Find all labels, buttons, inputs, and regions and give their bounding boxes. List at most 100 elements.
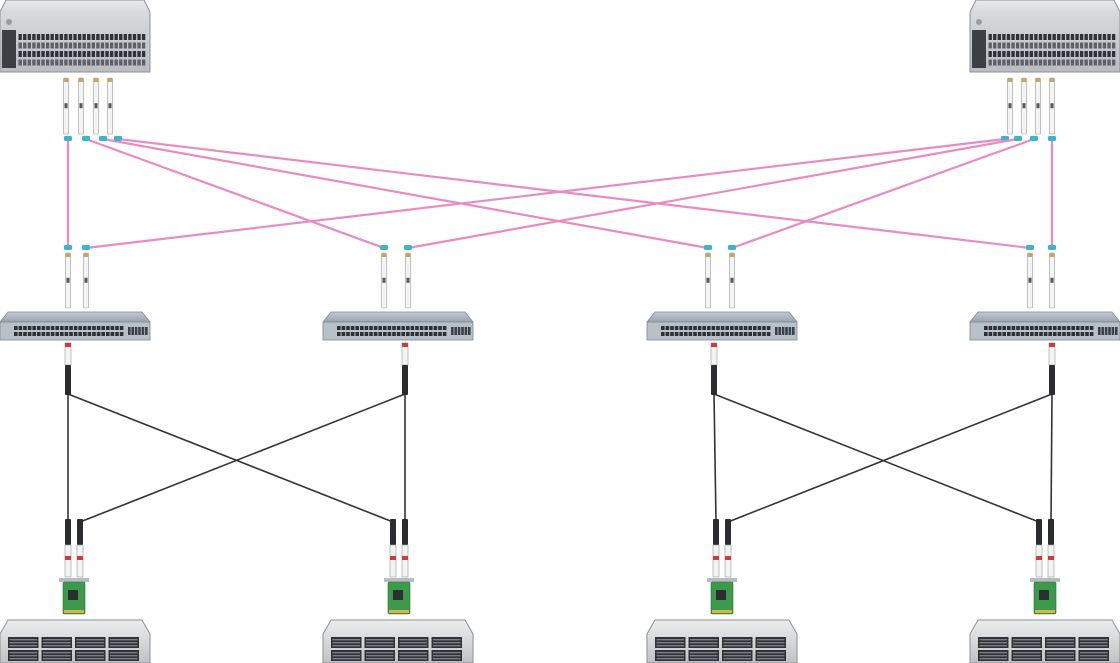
dac-tab (711, 343, 717, 347)
leaf-port (355, 326, 359, 330)
uplink-port (141, 327, 145, 335)
storage-server-server-3 (646, 519, 798, 663)
spine-port (45, 59, 50, 66)
leaf-port (1053, 326, 1057, 330)
spine-port (55, 59, 59, 66)
spine-port (1079, 51, 1084, 57)
leaf-port (693, 326, 697, 330)
leaf-port (378, 332, 382, 336)
spine-port (59, 34, 64, 40)
leaf-port (993, 332, 997, 336)
uplink-port (131, 327, 134, 335)
spine-port (50, 51, 54, 57)
dac-tab (1049, 343, 1055, 347)
spine-port (109, 59, 114, 66)
dac-tab (65, 343, 71, 347)
spine-port (1079, 42, 1084, 49)
leaf-port (1066, 326, 1071, 330)
drive-bay-slat (656, 658, 684, 660)
leaf-port (69, 326, 73, 330)
spine-port (59, 51, 64, 57)
transceiver-label (730, 277, 734, 283)
leaf-port (1016, 326, 1020, 330)
spine-port (141, 42, 146, 49)
uplink-port (1111, 327, 1115, 335)
transceiver-tab (107, 78, 113, 82)
dac-head (712, 544, 720, 578)
dac-head (724, 544, 732, 578)
spine-port (119, 59, 123, 66)
leaf-port (730, 332, 734, 336)
fiber-link-spine-right-leaf-1 (84, 137, 1007, 250)
dac-tab (65, 556, 71, 560)
drive-bay-slat (723, 658, 751, 660)
spine-port (997, 42, 1002, 49)
uplink-port (454, 327, 457, 335)
spine-port (1075, 34, 1079, 40)
spine-port (105, 42, 109, 49)
drive-bay-slat (723, 645, 751, 647)
spine-port (18, 51, 22, 57)
spine-port (82, 34, 86, 40)
nic-bracket (707, 578, 737, 582)
leaf-port (27, 332, 32, 336)
fiber-connector-leaf-side (82, 245, 90, 250)
drive-bay-slat (43, 658, 71, 660)
drive-bay-slat (979, 652, 1007, 654)
leaf-port (1020, 332, 1025, 336)
drive-bay-slat (332, 652, 360, 654)
spine-port (109, 42, 114, 49)
spine-port (1038, 51, 1043, 57)
spine-port (23, 59, 27, 66)
drive-bay-slat (1046, 642, 1074, 644)
drive-bay-slat (366, 655, 394, 657)
spine-port (91, 59, 96, 66)
leaf-port (1002, 326, 1006, 330)
dac-head (1035, 544, 1043, 578)
uplink-port (451, 327, 454, 335)
transceiver-module (1035, 77, 1041, 135)
leaf-port (73, 326, 78, 330)
spine-port (1047, 59, 1052, 66)
leaf-port (984, 326, 988, 330)
leaf-port (1080, 332, 1085, 336)
drive-bay-slat (43, 642, 71, 644)
spine-port (1093, 42, 1098, 49)
spine-port (1025, 51, 1029, 57)
spine-port (993, 42, 997, 49)
leaf-front (969, 321, 1120, 341)
leaf-port (748, 332, 752, 336)
leaf-port (341, 332, 346, 336)
drive-bay-slat (399, 642, 427, 644)
copper-link-leaf-2-server-1 (79, 393, 406, 523)
drive-bay-slat (399, 658, 427, 660)
spine-port (55, 34, 59, 40)
uplink-port (1098, 327, 1101, 335)
drive-bay-slat (332, 639, 360, 641)
leaf-port (1076, 326, 1080, 330)
spine-port (77, 42, 82, 49)
leaf-port (697, 326, 702, 330)
uplink-port (461, 327, 464, 335)
leaf-port (679, 332, 683, 336)
drive-bay-slat (110, 639, 138, 641)
transceiver-tab (1027, 253, 1033, 257)
drive-bay-slat (1013, 642, 1041, 644)
dac-head (401, 544, 409, 578)
spine-port (1043, 34, 1047, 40)
nic-bracket (59, 578, 89, 582)
dac-head (64, 544, 72, 578)
transceiver-module (107, 77, 113, 135)
leaf-port (346, 332, 350, 336)
drive-bay-slat (332, 642, 360, 644)
drive-bay-slat (366, 642, 394, 644)
drive-bay-slat (1080, 639, 1108, 641)
leaf-port (1062, 332, 1066, 336)
leaf-port (1043, 332, 1048, 336)
spine-port (1084, 59, 1088, 66)
leaf-port (1016, 332, 1020, 336)
leaf-port (360, 332, 364, 336)
spine-port (32, 42, 36, 49)
drive-bay-slat (110, 645, 138, 647)
spine-port (1107, 34, 1111, 40)
